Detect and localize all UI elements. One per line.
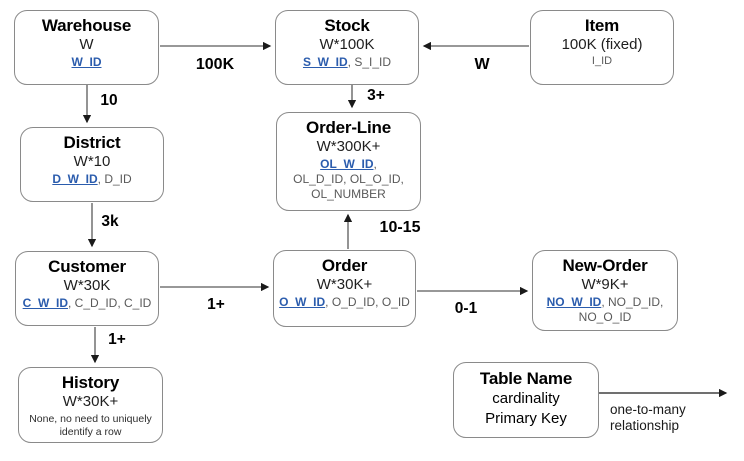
edge-label-order-neworder: 0-1 [454, 300, 478, 317]
table-cardinality: W*30K [63, 277, 111, 295]
table-primary-key: NO_W_ID, NO_D_ID, [546, 295, 664, 309]
legend-box: Table Name cardinality Primary Key [453, 362, 599, 438]
edge-label-stock-orderline: 3+ [367, 87, 385, 104]
edge-label-order-orderline: 10-15 [379, 219, 421, 236]
table-cardinality: W*30K+ [62, 393, 119, 411]
table-name: Warehouse [41, 16, 132, 35]
table-cardinality: W*30K+ [316, 276, 373, 294]
table-name: District [63, 133, 121, 152]
table-order-line: Order-Line W*300K+ OL_W_ID, OL_D_ID, OL_… [276, 112, 421, 211]
table-cardinality: 100K (fixed) [561, 36, 643, 54]
edge-label-warehouse-stock: 100K [195, 56, 235, 73]
table-name: Order [321, 256, 368, 275]
table-item: Item 100K (fixed) I_ID [530, 10, 674, 85]
legend-title: Table Name [479, 369, 573, 388]
table-cardinality: W*300K+ [316, 138, 381, 156]
table-cardinality: W*9K+ [581, 276, 629, 294]
table-warehouse: Warehouse W W_ID [14, 10, 159, 85]
table-primary-key: OL_W_ID, [320, 157, 377, 171]
table-primary-key: OL_D_ID, OL_O_ID, [293, 172, 404, 186]
table-cardinality: W*100K [319, 36, 375, 54]
legend-arrow-caption-line1: one-to-many [610, 402, 686, 417]
table-name: New-Order [562, 256, 648, 275]
table-primary-key: S_W_ID, S_I_ID [302, 55, 392, 69]
table-primary-key: I_ID [591, 55, 613, 67]
table-primary-key: D_W_ID, D_ID [52, 172, 132, 186]
edge-label-warehouse-district: 10 [100, 92, 118, 109]
table-primary-key: OL_NUMBER [311, 187, 386, 201]
edge-label-customer-history: 1+ [108, 331, 126, 348]
table-district: District W*10 D_W_ID, D_ID [20, 127, 164, 202]
table-name: Customer [48, 257, 126, 276]
table-name: Order-Line [306, 118, 391, 137]
legend-primary-key-label: Primary Key [485, 409, 567, 427]
table-cardinality: W [79, 36, 94, 54]
edge-label-item-stock: W [474, 56, 490, 73]
edge-label-district-customer: 3k [101, 213, 119, 230]
table-history: History W*30K+ None, no need to uniquely… [18, 367, 163, 443]
table-cardinality: W*10 [73, 153, 111, 171]
table-primary-key: C_W_ID, C_D_ID, C_ID [22, 296, 152, 310]
table-name: Item [584, 16, 620, 35]
table-primary-key: O_W_ID, O_D_ID, O_ID [279, 295, 410, 309]
table-order: Order W*30K+ O_W_ID, O_D_ID, O_ID [273, 250, 416, 327]
legend-cardinality-label: cardinality [492, 390, 560, 408]
table-primary-key: W_ID [71, 55, 102, 69]
table-name: History [61, 373, 120, 392]
edge-label-customer-order: 1+ [207, 296, 225, 313]
table-stock: Stock W*100K S_W_ID, S_I_ID [275, 10, 419, 85]
table-name: Stock [324, 16, 370, 35]
table-new-order: New-Order W*9K+ NO_W_ID, NO_D_ID, NO_O_I… [532, 250, 678, 331]
legend-arrow-caption: one-to-many relationship [610, 402, 686, 434]
table-primary-key-note: None, no need to uniquely identify a row [29, 413, 152, 438]
table-primary-key: NO_O_ID [578, 310, 632, 324]
legend-arrow-caption-line2: relationship [610, 418, 680, 434]
table-customer: Customer W*30K C_W_ID, C_D_ID, C_ID [15, 251, 159, 326]
